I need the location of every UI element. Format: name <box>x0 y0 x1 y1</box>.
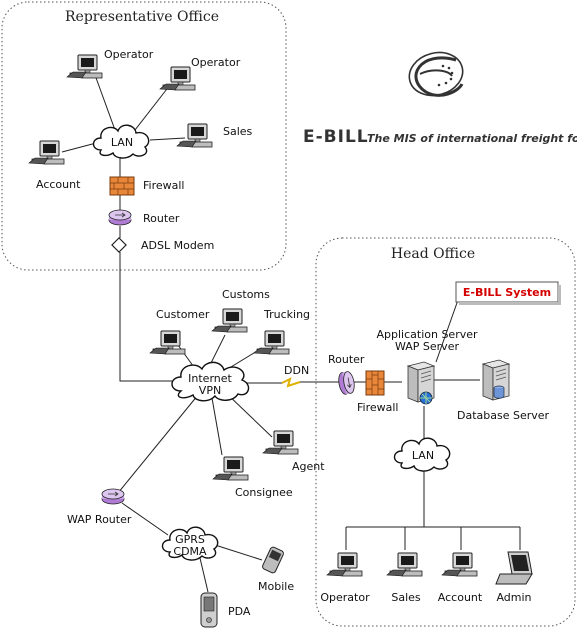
internet-label: Internet <box>188 372 232 385</box>
rep-firewall-label: Firewall <box>143 179 184 192</box>
rep-lan-label: LAN <box>111 136 133 149</box>
customer-computer-icon <box>149 330 186 355</box>
operator-right-computer-icon <box>159 66 196 91</box>
head-operator-computer-icon <box>326 552 363 577</box>
database-cylinder-icon <box>493 385 505 399</box>
gprs-label: GPRS <box>175 533 205 546</box>
consignee-computer-icon <box>212 456 249 481</box>
link-lan-sales <box>149 137 186 141</box>
mobile-phone-icon <box>262 546 284 574</box>
consignee-label: Consignee <box>235 486 293 499</box>
globe-icon <box>419 391 433 405</box>
cdma-label: CDMA <box>173 545 207 558</box>
head-router-icon <box>336 370 357 396</box>
head-firewall-label: Firewall <box>357 401 398 414</box>
trucking-label: Trucking <box>263 308 310 321</box>
adsl-modem-label: ADSL Modem <box>141 239 214 252</box>
rep-router-label: Router <box>143 212 180 225</box>
head-sales-computer-icon <box>386 552 423 577</box>
rep-router-icon <box>108 209 132 226</box>
wap-router-icon <box>101 488 125 505</box>
head-office-title: Head Office <box>391 246 475 262</box>
mobile-label: Mobile <box>258 580 294 593</box>
ebill-logo-icon <box>408 51 464 97</box>
head-operator-label: Operator <box>320 591 370 604</box>
app-server-label: Application Server <box>376 328 478 341</box>
link-lan-operator-left <box>94 74 116 131</box>
pda-icon <box>200 592 218 628</box>
head-admin-label: Admin <box>496 591 531 604</box>
adsl-modem-icon <box>111 237 127 253</box>
head-lan-label: LAN <box>412 449 434 462</box>
operator-left-computer-icon <box>66 54 103 79</box>
head-account-computer-icon <box>441 552 478 577</box>
link-lan-operator-right <box>134 84 171 131</box>
pda-label: PDA <box>228 605 251 618</box>
wap-router-label: WAP Router <box>67 513 132 526</box>
admin-laptop-icon <box>495 551 533 585</box>
ebill-system-label: E-BILL System <box>463 286 551 299</box>
operator-left-label: Operator <box>104 48 154 61</box>
link-ebill-system <box>435 299 459 363</box>
head-sales-label: Sales <box>391 591 421 604</box>
head-router-label: Router <box>328 353 365 366</box>
link-internet-customs <box>209 334 226 366</box>
operator-right-label: Operator <box>191 56 241 69</box>
database-server-label: Database Server <box>457 409 550 422</box>
sales-computer-icon <box>176 123 213 148</box>
representative-office-title: Representative Office <box>65 9 219 25</box>
sales-label: Sales <box>223 125 253 138</box>
account-computer-icon <box>28 140 65 165</box>
rep-firewall-icon <box>109 176 135 196</box>
head-account-label: Account <box>438 591 483 604</box>
agent-label: Agent <box>292 460 325 473</box>
agent-computer-icon <box>262 430 299 455</box>
representative-office-region <box>1 1 287 271</box>
link-wap-router-gprs <box>121 502 169 536</box>
brand-tagline: The MIS of international freight forward… <box>367 132 577 145</box>
link-modem-internet <box>119 252 190 382</box>
customer-label: Customer <box>156 308 210 321</box>
ebill-system-box <box>455 281 561 305</box>
account-label: Account <box>36 178 81 191</box>
customs-computer-icon <box>211 308 248 333</box>
link-gprs-mobile <box>214 544 263 561</box>
customs-label: Customs <box>222 288 270 301</box>
trucking-computer-icon <box>253 330 290 355</box>
link-internet-agent <box>224 391 273 438</box>
ddn-lightning <box>281 377 301 388</box>
link-gprs-pda <box>199 557 209 593</box>
wap-server-label: WAP Server <box>395 340 459 353</box>
vpn-label: VPN <box>199 384 221 397</box>
link-internet-consignee <box>211 397 223 456</box>
head-firewall-icon <box>365 370 385 396</box>
ddn-label: DDN <box>284 364 309 377</box>
brand-name: E-BILL <box>303 127 369 147</box>
link-internet-wap-router <box>117 394 199 494</box>
